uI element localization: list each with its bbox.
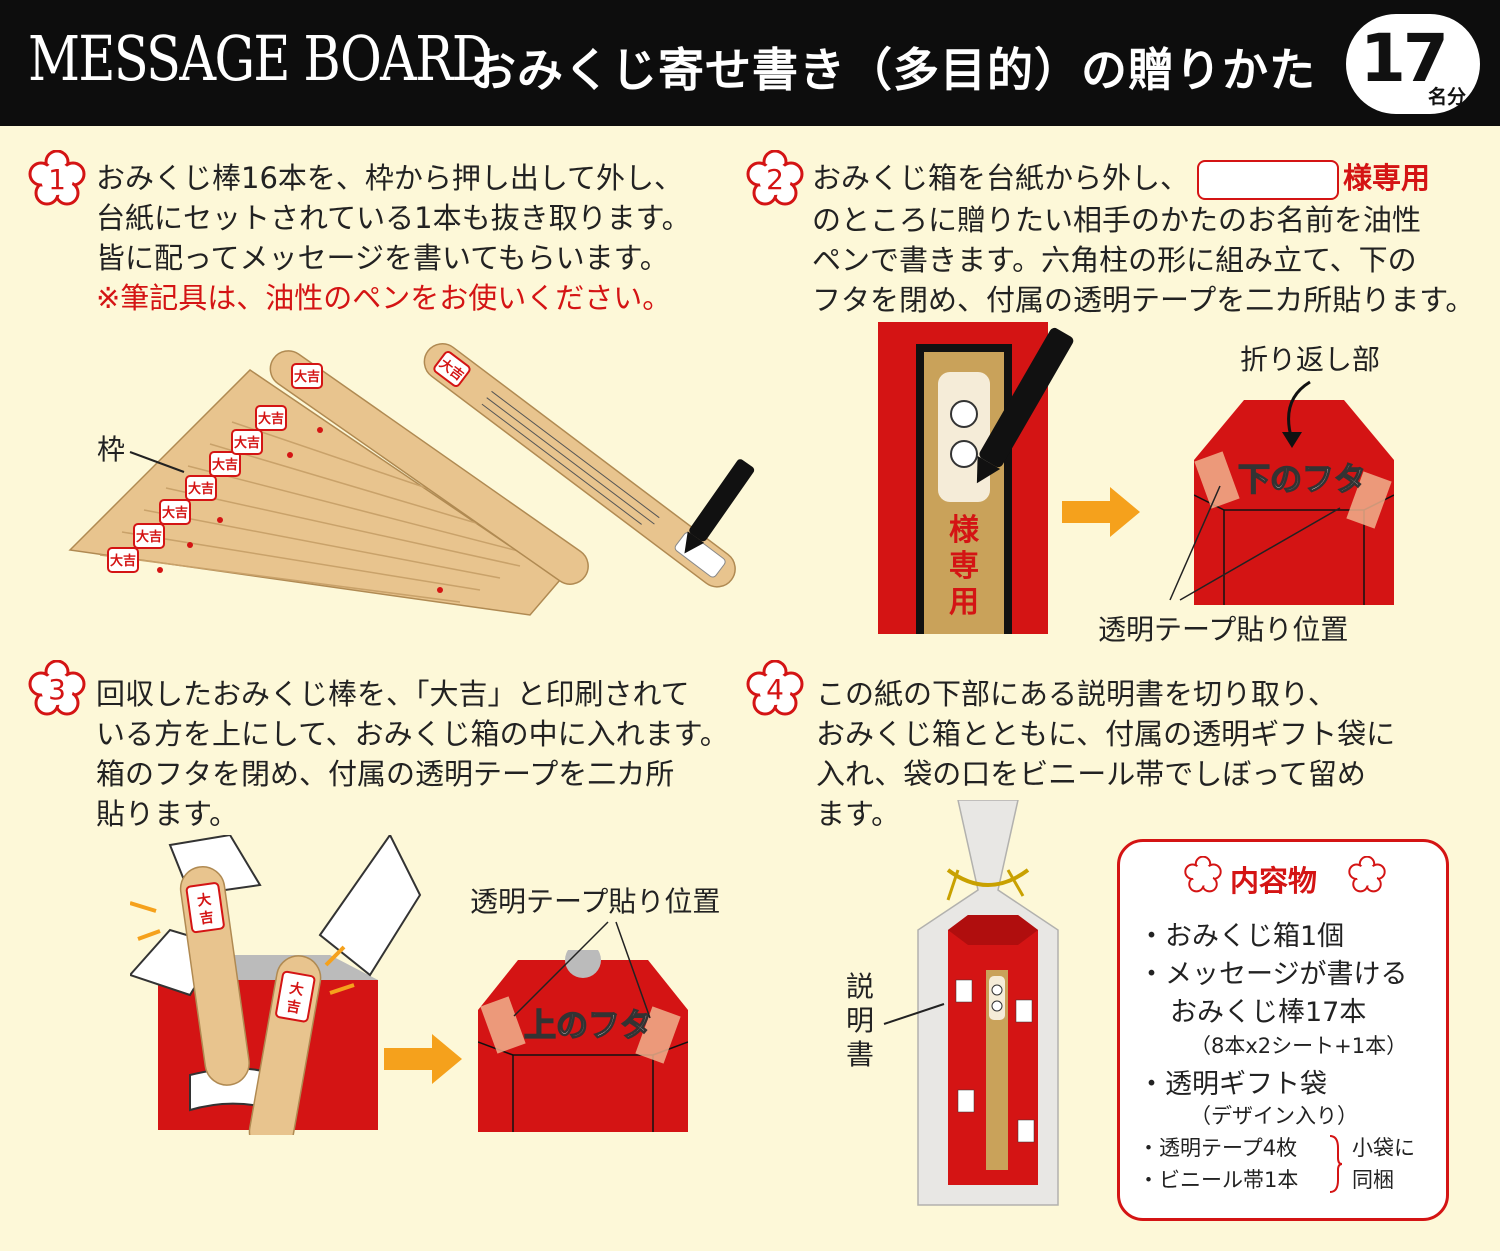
svg-text:大吉: 大吉 (110, 553, 136, 569)
fold-label: 折り返し部 (1240, 343, 1381, 376)
step-3-line: 貼ります。 (96, 797, 239, 831)
contents-item: おみくじ棒17本 (1170, 997, 1367, 1028)
fold-arrow-icon (1282, 380, 1311, 448)
page-title: おみくじ寄せ書き（多目的）の贈りかた (470, 43, 1316, 97)
svg-text:吉: 吉 (285, 997, 302, 1016)
brand-title: MESSAGE BOARD (28, 22, 493, 95)
panel-char-2: 専 (949, 549, 979, 584)
contents-title: 内容物 (1230, 864, 1318, 898)
bottom-lid-label: 下のフタ (1237, 459, 1367, 499)
step-1-number: 1 (48, 163, 66, 196)
step-2-line: フタを閉め、付属の透明テープを二カ所貼ります。 (812, 283, 1475, 317)
contents-item: ・透明ギフト袋 (1138, 1069, 1327, 1100)
step-2-text: おみくじ箱を台紙から外し、 様専用 のところに贈りたい相手のかたのお名前を油性 ペ… (812, 158, 1474, 320)
step-4-text: この紙の下部にある説明書を切り取り、 おみくじ箱とともに、付属の透明ギフト袋に … (816, 674, 1395, 834)
box-with-sticks-illustration: 大 吉 大 吉 (130, 835, 422, 1135)
top-lid-illustration (478, 950, 688, 1132)
step-1-text: おみくじ棒16本を、枠から押し出して外し、 台紙にセットされている1本も抜き取り… (96, 158, 691, 318)
contents-item: ・おみくじ箱1個 (1138, 921, 1345, 952)
svg-text:大吉: 大吉 (234, 435, 260, 451)
manual-label-char: 書 (846, 1038, 875, 1071)
panel-char-3: 用 (949, 585, 979, 620)
step-1-note: ※筆記具は、油性のペンをお使いください。 (96, 281, 672, 315)
step-2-plum-icon: 2 (746, 150, 804, 206)
contents-item: ・メッセージが書ける (1138, 959, 1408, 990)
page-header: MESSAGE BOARD おみくじ寄せ書き（多目的）の贈りかた 17 名分 (0, 0, 1500, 126)
contents-item: ・透明テープ4枚 (1138, 1136, 1298, 1160)
plum-icon (1348, 856, 1386, 893)
step-3-plum-icon: 3 (28, 660, 86, 716)
step-2-line-1: おみくじ箱を台紙から外し、 様専用 (812, 158, 1474, 200)
step-4-line: 入れ、袋の口をビニール帯でしぼって留め (816, 757, 1366, 791)
contents-item: （8本x2シート+1本） (1190, 1034, 1408, 1058)
panel-char-1: 様 (949, 513, 980, 548)
svg-text:大吉: 大吉 (162, 505, 188, 521)
tape-leader-lines (1169, 485, 1341, 601)
contents-item: （デザイン入り） (1190, 1104, 1358, 1128)
svg-text:大吉: 大吉 (136, 529, 162, 545)
bundle-note: 同梱 (1352, 1168, 1394, 1192)
arrow-icon (1062, 487, 1140, 537)
step-3-line: 回収したおみくじ棒を、「大吉」と印刷されて (96, 677, 690, 711)
svg-text:大吉: 大吉 (212, 457, 238, 473)
svg-text:大吉: 大吉 (188, 481, 214, 497)
capacity-unit: 名分 (1428, 86, 1467, 108)
top-lid-label: 上のフタ (523, 1005, 653, 1045)
frame-leader-line (129, 451, 185, 473)
step-4-line: おみくじ箱とともに、付属の透明ギフト袋に (816, 717, 1396, 751)
step-1-line: おみくじ棒16本を、枠から押し出して外し、 (96, 161, 684, 195)
contents-box: 内容物 ・おみくじ箱1個 ・メッセージが書ける おみくじ棒17本 （8本x2シー… (1117, 839, 1449, 1221)
tape-position-label: 透明テープ貼り位置 (1098, 613, 1349, 646)
manual-label-char: 説 (846, 970, 875, 1003)
step-4-line: この紙の下部にある説明書を切り取り、 (816, 677, 1337, 711)
bracket-icon (1329, 1135, 1343, 1193)
manual-label: 説 明 書 (846, 970, 874, 1072)
manual-leader-line (883, 1003, 945, 1025)
gift-bag-illustration (917, 800, 1059, 1206)
step-2-sama-label: 様専用 (1343, 161, 1431, 195)
step-2-number: 2 (766, 163, 784, 196)
tape-leader-lines-3 (513, 921, 651, 1019)
step-3-number: 3 (48, 673, 66, 706)
plum-icon (1184, 856, 1222, 893)
step-3-text: 回収したおみくじ棒を、「大吉」と印刷されて いる方を上にして、おみくじ箱の中に入… (96, 674, 729, 834)
step-4-number: 4 (766, 673, 784, 706)
bottom-lid-illustration (1194, 400, 1394, 605)
step-1-plum-icon: 1 (28, 150, 86, 206)
step-2-line-1-before: おみくじ箱を台紙から外し、 (812, 161, 1190, 195)
step-2-line: のところに贈りたい相手のかたのお名前を油性 (812, 203, 1422, 237)
arrow-icon (384, 1034, 462, 1084)
step-3-line: 箱のフタを閉め、付属の透明テープを二カ所 (96, 757, 675, 791)
svg-text:吉: 吉 (199, 909, 215, 928)
svg-text:大: 大 (288, 980, 305, 999)
frame-label: 枠 (97, 433, 126, 466)
capacity-number: 17 (1360, 20, 1449, 97)
step-1-line: 皆に配ってメッセージを書いてもらいます。 (96, 241, 669, 275)
step-3-line: いる方を上にして、おみくじ箱の中に入れます。 (96, 717, 729, 751)
contents-item: ・ビニール帯1本 (1138, 1168, 1299, 1192)
manual-label-char: 明 (846, 1004, 875, 1037)
capacity-badge: 17 名分 (1346, 14, 1480, 114)
step-4-line: ます。 (816, 797, 901, 831)
bundle-note: 小袋に (1352, 1136, 1415, 1160)
svg-text:大: 大 (196, 891, 212, 910)
step-2-line: ペンで書きます。六角柱の形に組み立て、下の (812, 243, 1417, 277)
step-1-line: 台紙にセットされている1本も抜き取ります。 (96, 201, 691, 235)
step-4-plum-icon: 4 (746, 660, 804, 716)
name-panel-illustration: 様 専 用 (878, 322, 1074, 634)
svg-text:大吉: 大吉 (294, 369, 320, 385)
tape-position-label-3: 透明テープ貼り位置 (470, 885, 721, 918)
name-box (1197, 160, 1340, 200)
svg-text:大吉: 大吉 (258, 411, 284, 427)
